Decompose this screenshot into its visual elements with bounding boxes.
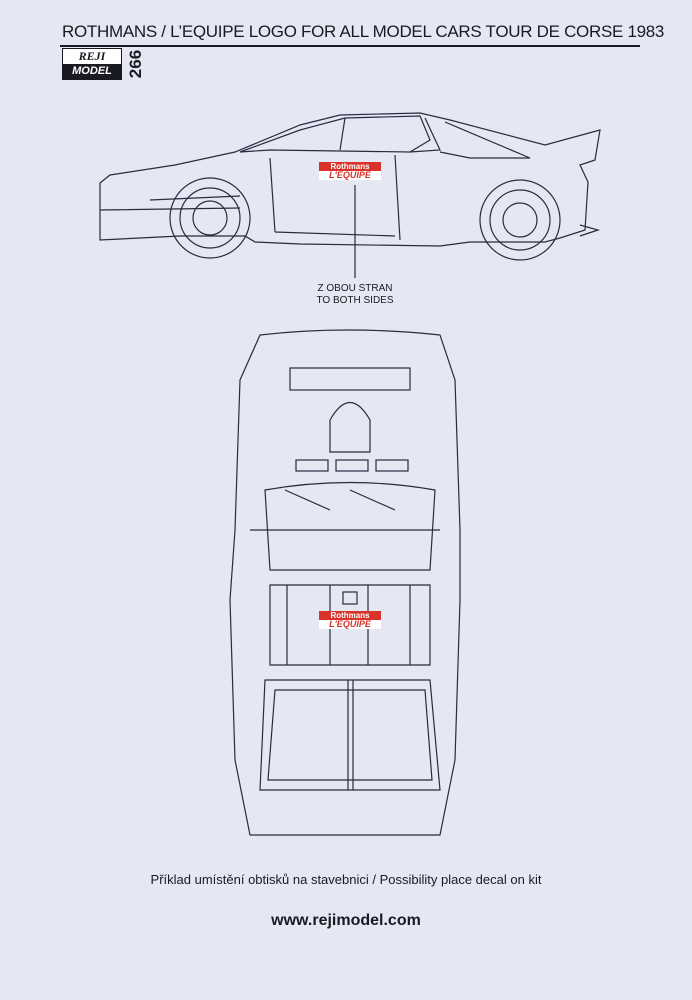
decal-rothmans-text: Rothmans xyxy=(319,162,381,171)
decal-rothmans-text: Rothmans xyxy=(319,611,381,620)
decal-lequipe-text: L'EQUIPE xyxy=(319,171,381,180)
decal-lequipe-text: L'EQUIPE xyxy=(319,620,381,629)
sheet-title: ROTHMANS / L’EQUIPE LOGO FOR ALL MODEL C… xyxy=(62,22,665,41)
note-line-en: TO BOTH SIDES xyxy=(316,295,394,306)
decal-side: Rothmans L'EQUIPE xyxy=(319,162,381,180)
reji-model-logo: REJI MODEL xyxy=(62,48,122,80)
both-sides-note: Z OBOU STRAN TO BOTH SIDES xyxy=(290,283,420,307)
logo-bottom: MODEL xyxy=(63,64,121,79)
placement-caption: Příklad umístění obtisků na stavebnici /… xyxy=(150,872,542,887)
website-url: www.rejimodel.com xyxy=(271,912,421,929)
car-side-view xyxy=(99,112,601,278)
title-underline xyxy=(60,45,640,47)
car-top-view xyxy=(229,329,461,836)
decal-top: Rothmans L'EQUIPE xyxy=(319,611,381,629)
note-line-cz: Z OBOU STRAN xyxy=(317,283,393,294)
logo-top: REJI xyxy=(78,49,106,63)
